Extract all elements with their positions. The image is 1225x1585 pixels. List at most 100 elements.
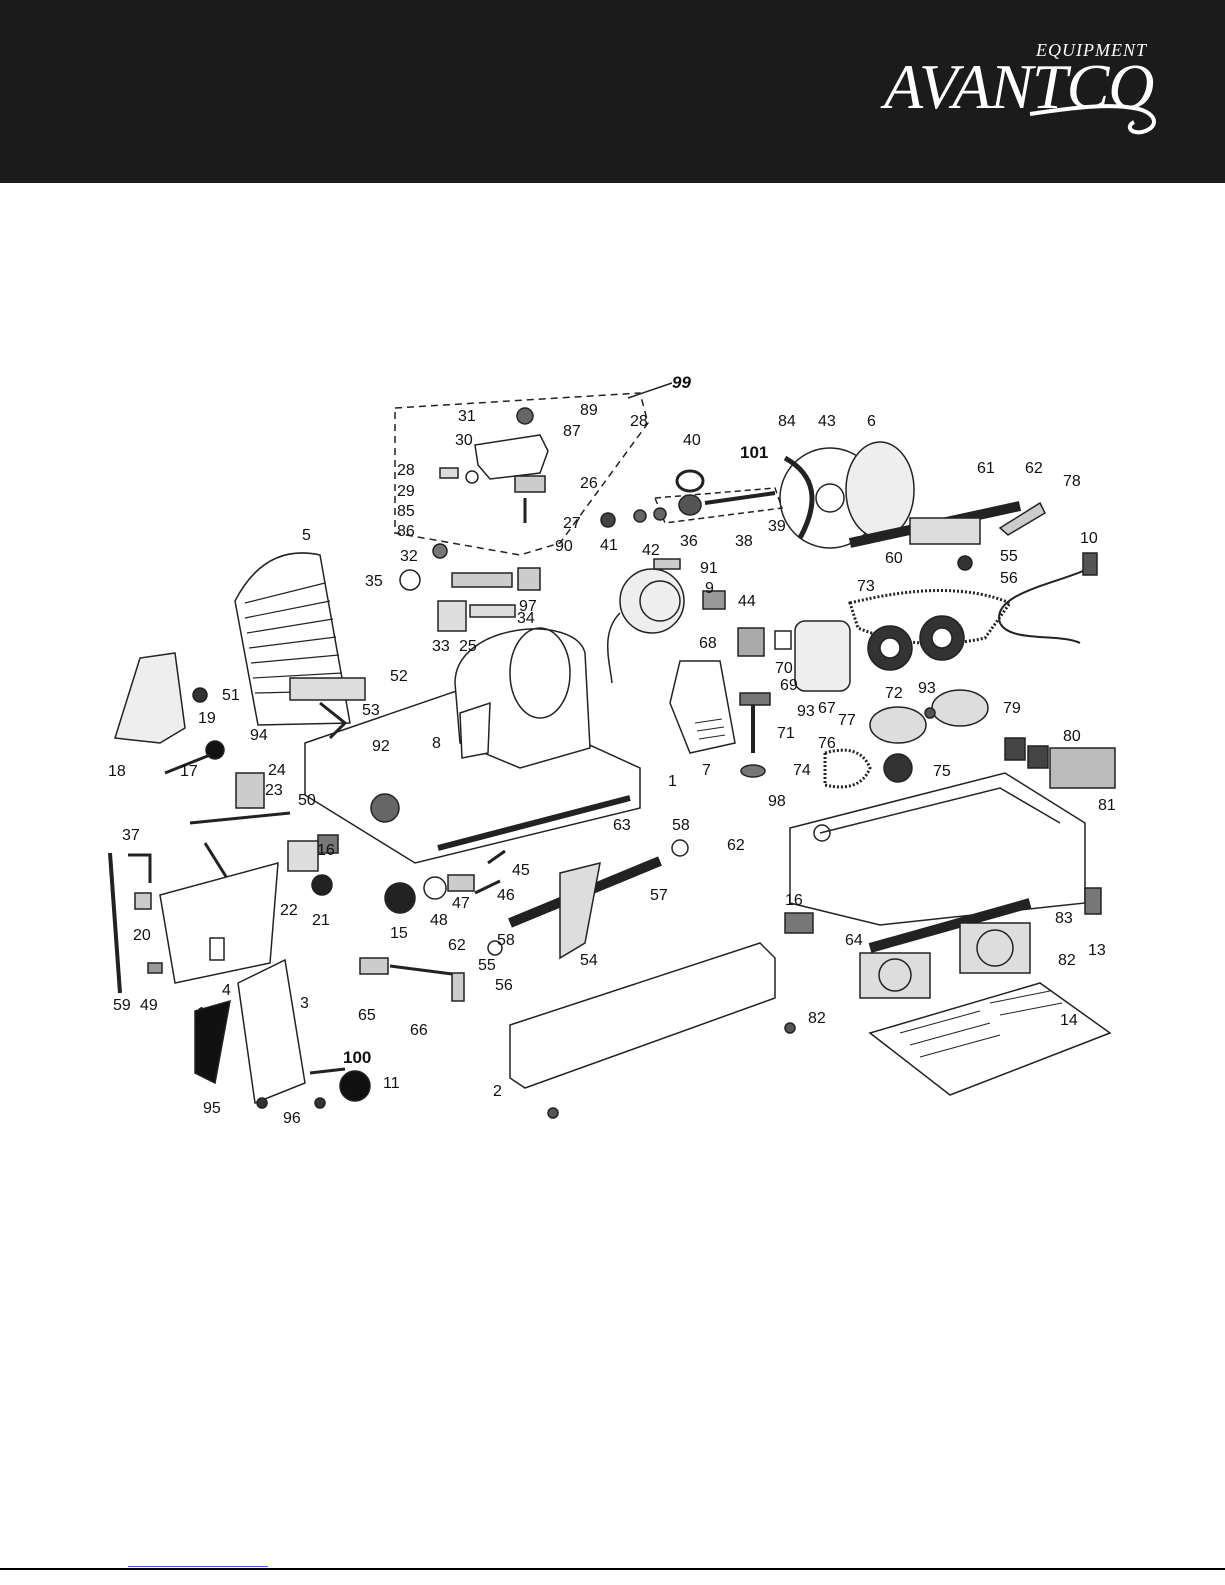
callout-70: 70 [775, 660, 793, 677]
callout-66: 66 [410, 1022, 428, 1039]
gear-cover-79 [931, 689, 989, 727]
callout-41: 41 [600, 537, 618, 554]
coupling-44 [702, 590, 726, 610]
lever-66-end [451, 972, 465, 1002]
callout-83: 83 [1055, 910, 1073, 927]
callout-47: 47 [452, 895, 470, 912]
callout-79: 79 [1003, 700, 1021, 717]
clip-78 [998, 501, 1046, 536]
power-cord-10 [998, 567, 1091, 644]
capacitor-80b [1027, 745, 1049, 769]
callout-58b: 58 [497, 932, 515, 949]
callout-78: 78 [1063, 473, 1081, 490]
callout-86: 86 [397, 523, 415, 540]
drum-67 [794, 620, 851, 692]
callout-15: 15 [390, 925, 408, 942]
callout-56a: 56 [1000, 570, 1018, 587]
gear-cover-77 [869, 706, 927, 744]
callout-82a: 82 [1058, 952, 1076, 969]
callout-93b: 93 [797, 703, 815, 720]
callout-101: 101 [740, 443, 768, 462]
sharpener-plate-60 [909, 517, 981, 545]
callout-40: 40 [683, 432, 701, 449]
block-65 [359, 957, 389, 975]
shaft-38 [704, 491, 776, 505]
callout-61: 61 [977, 460, 995, 477]
callout-2: 2 [493, 1083, 502, 1100]
callout-32: 32 [400, 548, 418, 565]
callout-12: 12 [197, 1005, 215, 1022]
gear-72a-hub [879, 637, 901, 659]
callout-42: 42 [642, 542, 660, 559]
slide-block-26 [514, 475, 546, 493]
belt-76 [823, 748, 872, 789]
parts-diagram-canvas: 99 31 89 28 30 87 28 29 26 85 86 27 90 4… [108, 373, 1116, 1127]
callout-80: 80 [1063, 728, 1081, 745]
callout-31: 31 [458, 408, 476, 425]
handle-assembly-18 [114, 652, 186, 744]
callout-84: 84 [778, 413, 796, 430]
callout-6: 6 [867, 413, 876, 430]
slide-33 [437, 600, 467, 632]
logo-wordmark: AVANTCO [884, 51, 1155, 122]
base-plate-14 [868, 982, 1112, 1096]
callout-20: 20 [133, 927, 151, 944]
callout-29: 29 [397, 483, 415, 500]
assembly-99-boundary [394, 392, 649, 556]
callout-74: 74 [793, 762, 811, 779]
callout-38: 38 [735, 533, 753, 550]
callout-18: 18 [108, 763, 126, 780]
callout-97: 97 [519, 598, 537, 615]
callout-62b: 62 [727, 837, 745, 854]
mount-20 [134, 892, 152, 910]
callout-48: 48 [430, 912, 448, 929]
callout-24: 24 [268, 762, 286, 779]
footer-link-underline[interactable] [128, 1566, 268, 1567]
knob-11 [339, 1070, 371, 1102]
pin-45 [487, 849, 506, 865]
spindle-base-74 [740, 764, 766, 778]
callout-98: 98 [768, 793, 786, 810]
callout-5: 5 [302, 527, 311, 544]
exploded-parts-diagram: 99 31 89 28 30 87 28 29 26 85 86 27 90 4… [0, 183, 1225, 1183]
rod-59 [108, 852, 122, 994]
blade-opening [509, 627, 571, 719]
callout-26: 26 [580, 475, 598, 492]
plate-8 [459, 701, 491, 759]
callout-56b: 56 [495, 977, 513, 994]
callout-8: 8 [432, 735, 441, 752]
logo-equipment-text: EQUIPMENT [1036, 40, 1147, 60]
motor-9 [619, 568, 685, 634]
blade-hub [815, 483, 845, 513]
callout-46: 46 [497, 887, 515, 904]
callout-63: 63 [613, 817, 631, 834]
fuse-16b [784, 912, 814, 934]
callout-94: 94 [250, 727, 268, 744]
knob-21 [311, 874, 333, 896]
foot-53 [319, 701, 348, 740]
ring-98 [813, 824, 831, 842]
logo-swoosh-icon [1029, 104, 1156, 135]
callout-27: 27 [563, 515, 581, 532]
base-plate-vents [899, 990, 1063, 1058]
handle-12 [194, 999, 231, 1085]
leader-99 [627, 382, 673, 399]
control-board-81 [1049, 747, 1116, 789]
callout-39: 39 [768, 518, 786, 535]
lever-17 [164, 753, 211, 775]
side-panel-4 [159, 861, 279, 984]
callout-55a: 55 [1000, 548, 1018, 565]
callout-75: 75 [933, 763, 951, 780]
bush-70 [774, 630, 792, 650]
callout-28b: 28 [397, 462, 415, 479]
footer-rule [0, 1568, 1225, 1570]
callout-69: 69 [780, 677, 798, 694]
callout-43: 43 [818, 413, 836, 430]
screw-32 [432, 543, 448, 559]
belt-ring-40 [675, 469, 705, 493]
sprocket-75 [883, 753, 913, 783]
callout-51: 51 [222, 687, 240, 704]
callout-58a: 58 [672, 817, 690, 834]
callout-87: 87 [563, 423, 581, 440]
callout-57: 57 [650, 887, 668, 904]
